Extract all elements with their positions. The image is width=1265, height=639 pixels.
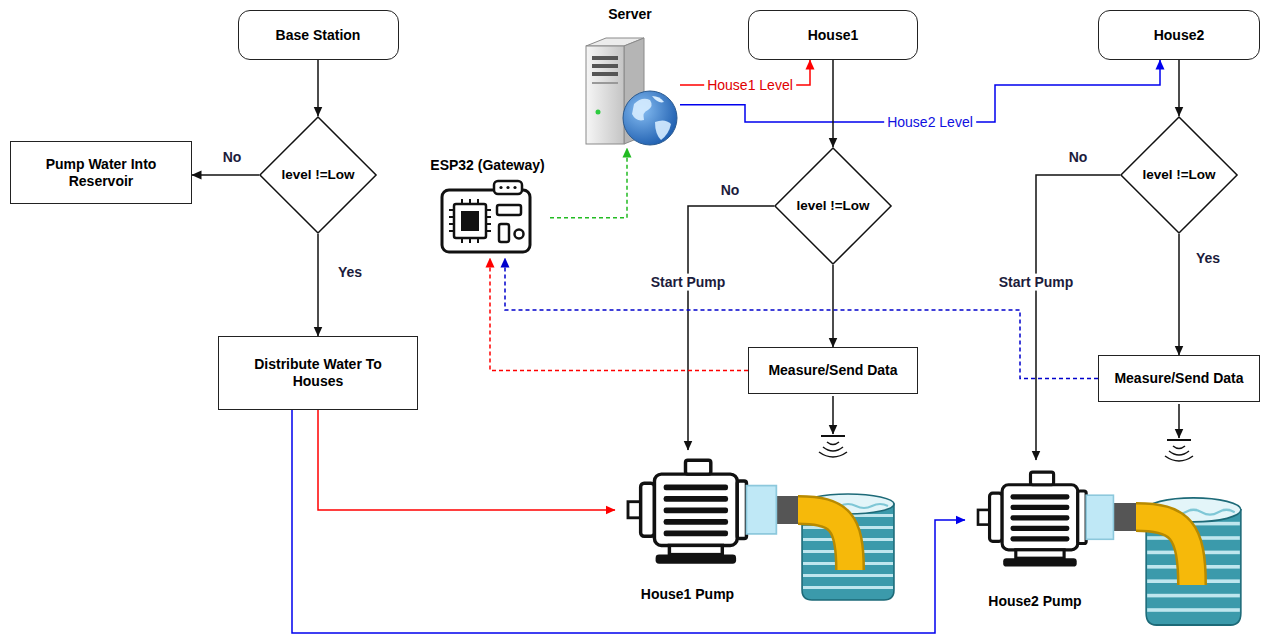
node-text: level !=Low [796, 198, 869, 214]
node-text: House2 [1154, 27, 1205, 44]
house2-tank-illustration [978, 472, 1241, 625]
device-node: House1 Pump [615, 450, 760, 605]
process-box: Measure/Send Data [1098, 355, 1260, 402]
text-holder: House2 [1099, 11, 1259, 59]
text-holder: House1 [749, 11, 917, 59]
node-text: Distribute Water To Houses [253, 356, 383, 390]
text-holder: House1 Pump [615, 450, 760, 605]
flow-connector [1178, 60, 1180, 116]
text-holder: House2 Pump [965, 460, 1105, 612]
flow-connector [832, 60, 834, 147]
terminal-box: House2 [1098, 10, 1260, 60]
flow-connector [1036, 175, 1120, 460]
level-sensor-symbol [819, 396, 847, 457]
flow-connector [317, 234, 319, 336]
node-text: Base Station [276, 27, 361, 44]
edge-label: No [1066, 149, 1091, 166]
flow-connector [292, 410, 965, 633]
edge-label: House2 Level [884, 114, 976, 131]
node-text: Measure/Send Data [768, 362, 897, 379]
flow-connector [192, 174, 259, 176]
text-holder: level !=Low [1120, 116, 1238, 234]
diamond-shape [1121, 117, 1237, 233]
text-holder: Base Station [239, 11, 398, 59]
terminal-box: House1 [748, 10, 918, 60]
process-box: Measure/Send Data [748, 347, 918, 394]
text-holder: level !=Low [774, 147, 892, 265]
text-holder: Measure/Send Data [1099, 356, 1259, 401]
node-text: House1 Pump [641, 586, 734, 603]
edge-label: Yes [335, 264, 365, 281]
device-node: ESP32 (Gateway) [425, 155, 550, 258]
node-text: Measure/Send Data [1114, 370, 1243, 387]
node-text: House1 [808, 27, 859, 44]
node-text: Server [608, 6, 652, 23]
edge-label: House1 Level [704, 77, 796, 94]
device-node: Server [580, 4, 680, 148]
esp32-board-icon [442, 181, 530, 252]
decision-diamond: level !=Low [774, 147, 892, 265]
text-holder: Pump Water Into Reservoir [11, 142, 191, 203]
text-holder: Measure/Send Data [749, 348, 917, 393]
text-holder: Server [580, 4, 680, 148]
flow-connector [688, 206, 774, 450]
edge-label: Yes [1193, 250, 1223, 267]
node-text: Pump Water Into Reservoir [26, 156, 176, 190]
level-sensor-symbol [1165, 404, 1193, 461]
annotation-label: Start Pump [996, 274, 1077, 291]
flow-connector [318, 410, 615, 510]
node-text: level !=Low [1142, 167, 1215, 183]
server-icon [586, 38, 677, 145]
flow-connector [832, 265, 834, 347]
diamond-shape [775, 148, 891, 264]
node-text: House2 Pump [988, 593, 1081, 610]
decision-diamond: level !=Low [259, 116, 377, 234]
flow-connector [317, 60, 319, 116]
process-box: Pump Water Into Reservoir [10, 141, 192, 204]
edge-label: No [718, 182, 743, 199]
flow-connector [1178, 234, 1180, 355]
node-text: level !=Low [281, 167, 354, 183]
text-holder: ESP32 (Gateway) [425, 155, 550, 258]
edge-label: No [220, 149, 245, 166]
terminal-box: Base Station [238, 10, 399, 60]
decision-diamond: level !=Low [1120, 116, 1238, 234]
device-node: House2 Pump [965, 460, 1105, 612]
text-holder: Distribute Water To Houses [219, 337, 417, 409]
diamond-shape [260, 117, 376, 233]
node-text: ESP32 (Gateway) [430, 157, 544, 174]
process-box: Distribute Water To Houses [218, 336, 418, 410]
data-link [550, 148, 627, 218]
house1-tank-illustration [628, 460, 894, 600]
annotation-label: Start Pump [648, 274, 729, 291]
text-holder: level !=Low [259, 116, 377, 234]
data-link [490, 258, 748, 371]
